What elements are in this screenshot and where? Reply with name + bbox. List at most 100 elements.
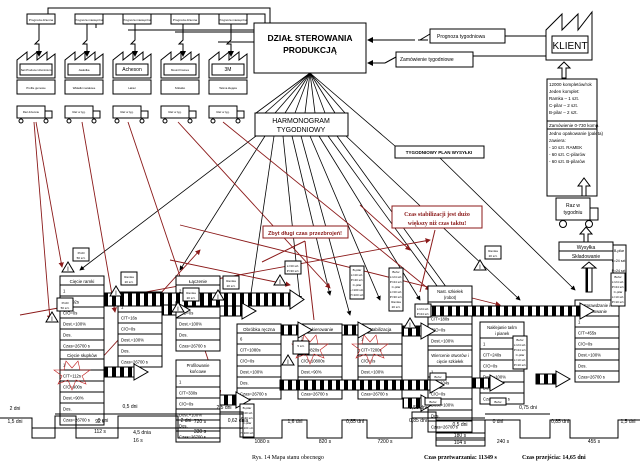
process-row: Czas=26700 s xyxy=(361,392,388,397)
process-name: pakowanie xyxy=(587,309,608,314)
buffer-label: P=10 szt. xyxy=(514,363,527,367)
supplier-forecast-label: Prognoza dzienna xyxy=(29,18,54,22)
schedule-title-2: TYGODNIOWY xyxy=(277,127,326,134)
process-row: Dost.=100% xyxy=(578,353,601,358)
process-row: C/T=820s xyxy=(301,348,319,353)
process-row: Czas=26700 s xyxy=(578,375,605,380)
inventory-label: 20 szt. xyxy=(227,284,236,288)
truck-label: Raz w tyg. xyxy=(216,110,229,114)
schedule-title-1: HARMONOGRAM xyxy=(272,118,330,125)
truck-icon: Raz w tyg. xyxy=(160,105,197,124)
push-arrow-icon xyxy=(535,370,572,388)
order-range-line: Zamówienie 0-730 komp. xyxy=(549,123,600,128)
inventory-label: 50 szt. xyxy=(77,256,86,260)
demand-line: Jeden komplet: xyxy=(549,89,580,94)
timeline-seconds: 104 s xyxy=(454,440,467,446)
timeline-days: 1,5 dni xyxy=(7,419,22,425)
up-arrow-icon xyxy=(556,61,572,79)
supplier-name: Sati Producer Aluminium xyxy=(21,68,52,72)
weekly-shipping-plan-box[interactable]: TYGODNIOWY PLAN WYSYŁKI xyxy=(394,145,485,159)
package-line: Jedno opakowanie (paleta) xyxy=(549,131,604,136)
process-name: (robot) xyxy=(444,295,457,300)
push-arrow-icon xyxy=(219,302,258,320)
process-row: C/T=240s xyxy=(483,353,501,358)
buffer-tag: Bufor xyxy=(424,397,442,406)
process-row: Dost.=100% xyxy=(431,403,454,408)
callout-changeover: Zbyt długi czas przezbrojeń! xyxy=(261,225,349,321)
supplier-forecast-label: Prognoza dzienna xyxy=(173,18,198,22)
process-row: C/O=10800s xyxy=(301,359,325,364)
production-control-box[interactable]: DZIAŁ STEROWANIA PRODUKCJĄ xyxy=(253,22,367,74)
buffer-label: L=40 szt. xyxy=(241,411,253,415)
timeline-seconds: 92 s xyxy=(95,419,105,425)
process-box[interactable]: Cięcie ramki1C/T=92sC/O=0sDost.=100%Dos.… xyxy=(59,275,105,352)
timeline-days: 2,5 dni xyxy=(216,405,231,411)
process-row: Czas=26700 s xyxy=(179,344,206,349)
inventory-label: 20 szt. xyxy=(125,280,134,284)
timeline-days: 0,62 dnia xyxy=(228,418,249,424)
svg-text:I: I xyxy=(479,265,481,271)
buffer-label: Bufor xyxy=(434,375,441,379)
process-row: C/O=0s xyxy=(63,311,77,316)
process-row: C/T=112s xyxy=(63,374,81,379)
process-name: cięcie szkiełek xyxy=(437,359,465,364)
svg-text:I: I xyxy=(409,323,411,329)
buffer-label: L=24 szt. xyxy=(390,275,402,279)
timeline-seconds: 720 s xyxy=(194,419,207,425)
buffer-label: L=100 szt. xyxy=(350,288,364,292)
process-row: Dost.=100% xyxy=(431,339,454,344)
timeline-days: 4,5 dnia xyxy=(133,430,151,436)
process-row: Dost.=100% xyxy=(240,370,263,375)
callout-text: większy niż czas taktu! xyxy=(408,221,467,227)
truck-icon: Raz w tyg. xyxy=(208,105,245,124)
process-name: Profilowanie xyxy=(187,363,210,368)
callout-text: Zbyt długi czas przezbrojeń! xyxy=(268,231,342,237)
buffer-tag: Bufor xyxy=(489,397,507,406)
buffer-label: B-pilar xyxy=(353,268,362,272)
process-row: Dost.=100% xyxy=(361,370,384,375)
process-row: Dost.=90% xyxy=(301,370,322,375)
process-box[interactable]: Obróbka ręczna6C/T=1080sC/O=0sDost.=100%… xyxy=(236,323,282,400)
process-row: C/O=900s xyxy=(63,385,82,390)
process-name: Sprawdzanie i xyxy=(584,303,610,308)
callout-text: Czas stabilizacji jest dużo xyxy=(404,212,470,218)
supplier-name: Jaskółka xyxy=(79,68,90,72)
process-row: Dost.=100% xyxy=(179,413,202,418)
push-arrow-icon xyxy=(279,376,446,394)
buffer-label: L=30 szt. xyxy=(390,290,402,294)
svg-text:I: I xyxy=(67,267,69,273)
svg-text:I: I xyxy=(115,291,117,297)
customer-name: KLIENT xyxy=(552,41,587,52)
weekly-schedule-box[interactable]: HARMONOGRAM TYGODNIOWY xyxy=(254,112,349,137)
process-row: Dos. xyxy=(179,424,188,429)
process-row: C/O=0s xyxy=(179,402,193,407)
storage-label: Składowanie xyxy=(572,254,601,260)
supplier-name: Acheson xyxy=(122,67,142,73)
buffer-label: C-pilar xyxy=(353,283,362,287)
process-row: 1 xyxy=(179,380,182,385)
buffer-label: P=30 szt. xyxy=(390,295,403,299)
push-arrow-icon xyxy=(281,321,314,339)
process-name: Nast. szkiełek xyxy=(437,289,464,294)
buffer-label: B-pilar xyxy=(614,249,625,253)
process-name: Cięcie słupków xyxy=(67,353,98,358)
truck-label: tygodniu xyxy=(564,210,583,216)
shipping-storage-box[interactable]: Wysyłka Składowanie xyxy=(558,241,614,261)
process-row: Czas=26700 s xyxy=(121,360,148,365)
buffer-label: C-pilar xyxy=(392,285,401,289)
package-line: - 60 szt. C-pilarów xyxy=(549,152,586,157)
inventory-icon: IL=24 szt.P=24 szt. xyxy=(403,303,432,329)
process-row: C/T=180s xyxy=(431,317,449,322)
buffer-label: L=24 szt. xyxy=(612,259,626,263)
buffer-label: C-pilar xyxy=(243,421,252,425)
customer-factory[interactable]: KLIENT xyxy=(545,10,593,61)
